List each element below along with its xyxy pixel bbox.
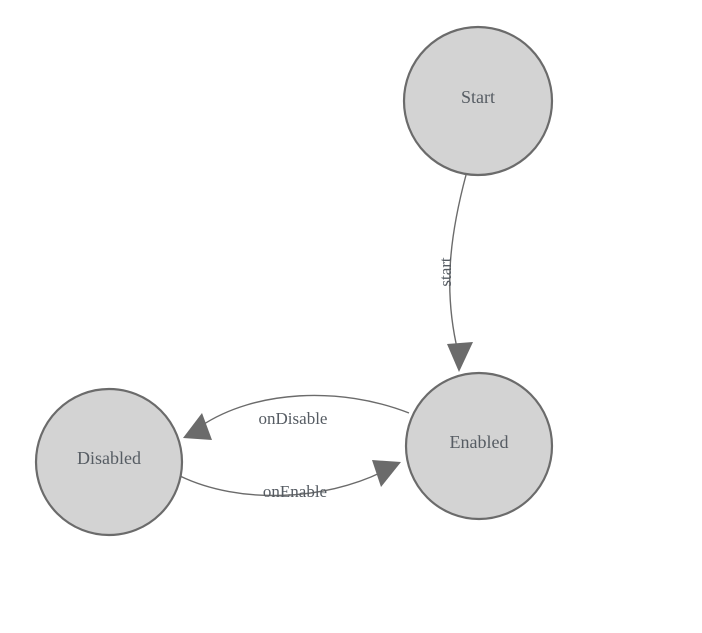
arrowhead-disabled-to-enabled bbox=[372, 460, 401, 487]
node-start[interactable]: Start bbox=[402, 25, 554, 177]
node-enabled[interactable]: Enabled bbox=[404, 371, 554, 521]
edge-enabled-to-disabled[interactable]: onDisable bbox=[183, 394, 410, 440]
node-circle-start bbox=[402, 25, 554, 177]
edge-label-on-enable: onEnable bbox=[263, 482, 327, 501]
node-circle-disabled bbox=[34, 387, 184, 537]
edge-start-to-enabled[interactable]: start bbox=[436, 174, 473, 372]
node-label-disabled: Disabled bbox=[77, 448, 141, 468]
edge-disabled-to-enabled[interactable]: onEnable bbox=[179, 460, 401, 501]
node-disabled[interactable]: Disabled bbox=[34, 387, 184, 537]
node-circle-enabled bbox=[404, 371, 554, 521]
node-label-enabled: Enabled bbox=[450, 432, 509, 452]
arrowhead-enabled-to-disabled bbox=[183, 413, 212, 440]
edge-label-on-disable: onDisable bbox=[259, 409, 328, 428]
edge-path-enabled-to-disabled bbox=[200, 394, 410, 427]
edge-label-start: start bbox=[436, 257, 455, 287]
edge-path-start-to-enabled bbox=[449, 174, 467, 353]
node-label-start: Start bbox=[461, 87, 495, 107]
arrowhead-start-to-enabled bbox=[447, 342, 473, 372]
edge-path-disabled-to-enabled bbox=[179, 471, 383, 497]
